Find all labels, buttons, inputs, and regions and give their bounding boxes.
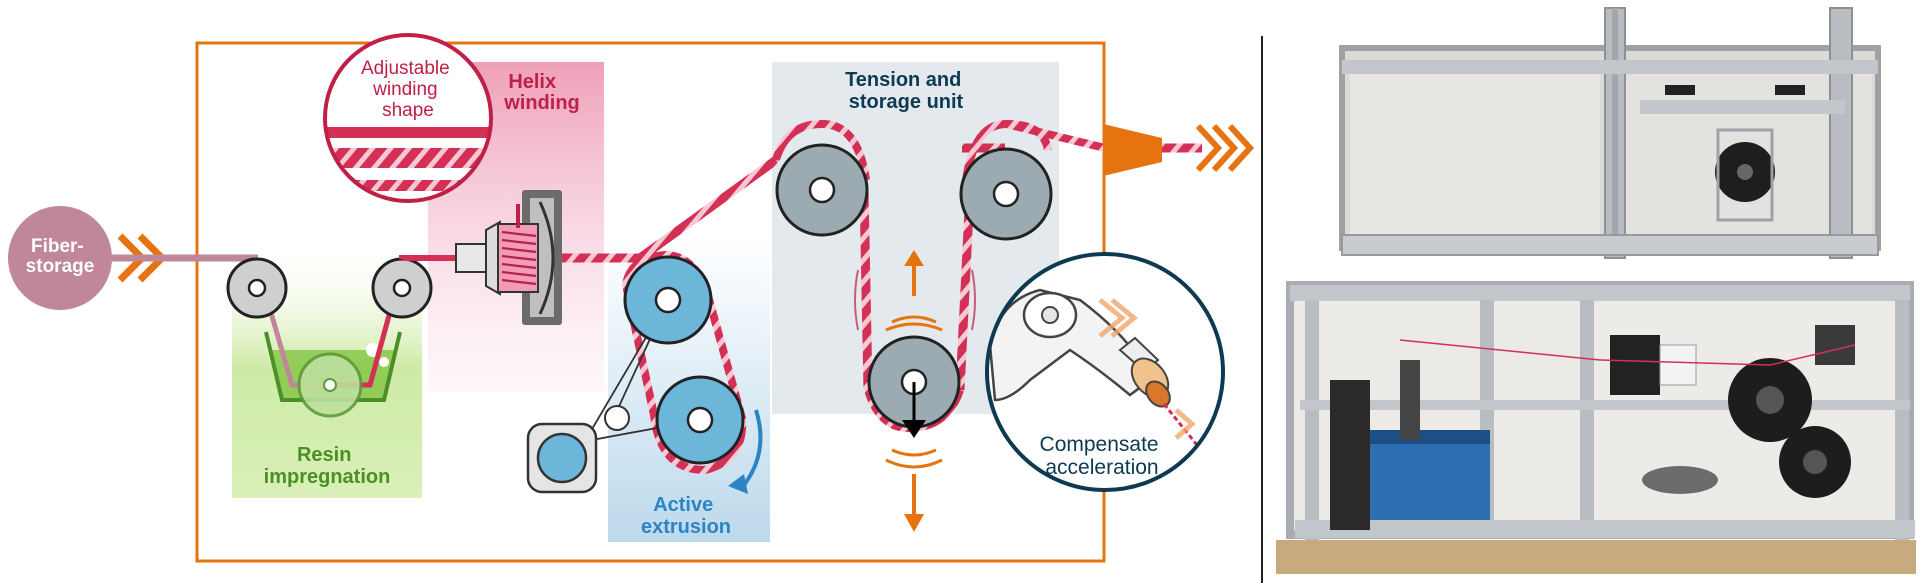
- fiber-storage-line1: Fiber-: [31, 236, 84, 257]
- resin-line2: impregnation: [264, 466, 391, 488]
- resin-impregnation-label: Resin impregnation: [264, 444, 391, 488]
- output-chevrons-icon: [1195, 123, 1255, 173]
- tension-line2: storage unit: [849, 91, 964, 113]
- robot-arm-icon: [988, 288, 1207, 456]
- up-arrow-icon: [904, 250, 924, 296]
- adjustable-line2: winding: [372, 79, 437, 100]
- vibration-lines-icon: [885, 315, 943, 469]
- winder-hub: [455, 243, 487, 273]
- weight-arrow-icon: [902, 420, 926, 438]
- helix-line1: Helix: [508, 71, 556, 93]
- adjustable-line1: Adjustable: [361, 58, 450, 79]
- tension-line1: Tension and: [845, 69, 961, 91]
- idler-wheel: [604, 405, 630, 431]
- adjustable-line3: shape: [382, 100, 434, 121]
- compensate-line2: acceleration: [1045, 456, 1158, 479]
- helix-line2: winding: [503, 92, 580, 114]
- fiber-storage-spool: [8, 206, 112, 310]
- helix-winding-label: Helix winding: [503, 71, 580, 114]
- resin-line1: Resin: [297, 444, 351, 466]
- extrusion-line2: extrusion: [641, 516, 731, 538]
- active-extrusion-label: Active extrusion: [641, 494, 731, 538]
- fiber-storage-label: Fiber- storage: [26, 236, 95, 277]
- extrusion-line1: Active: [653, 494, 713, 516]
- adjustable-winding-label: Adjustable winding shape: [361, 58, 455, 121]
- wound-fiber-path: [562, 143, 1005, 391]
- compensate-acceleration-label: Compensate acceleration: [1040, 433, 1165, 479]
- compensate-line1: Compensate: [1040, 433, 1159, 456]
- output-nozzle: [1103, 124, 1162, 176]
- tension-storage-label: Tension and storage unit: [845, 69, 967, 113]
- bubble-icon: [379, 357, 389, 367]
- machine-photo: [1272, 0, 1920, 583]
- down-arrow-icon: [904, 474, 924, 532]
- winder-cone: [485, 220, 501, 296]
- fiber-storage-line2: storage: [26, 256, 95, 277]
